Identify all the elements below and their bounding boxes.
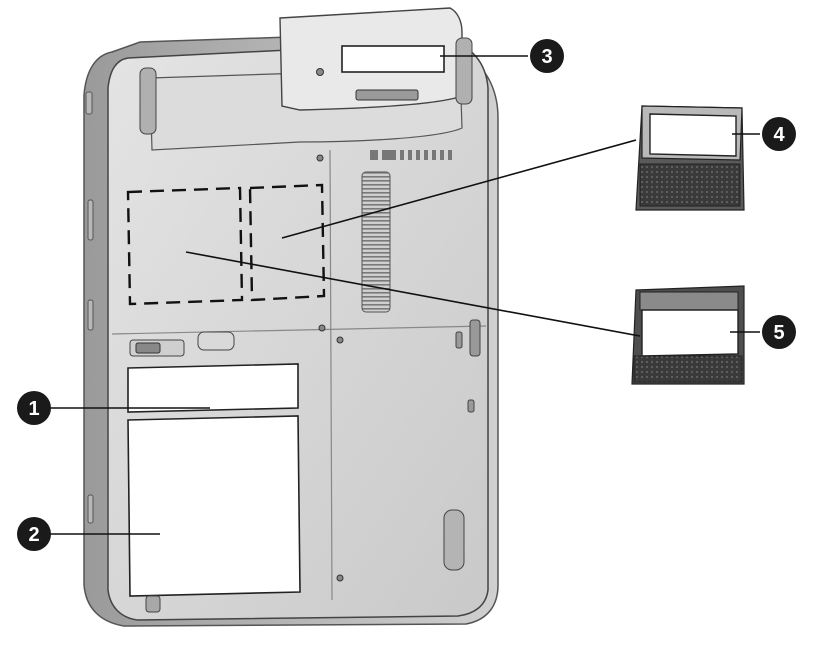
callout-5: 5 bbox=[762, 315, 796, 349]
leader-line-4b bbox=[281, 139, 637, 239]
callout-4: 4 bbox=[762, 117, 796, 151]
label-3-area bbox=[341, 45, 445, 73]
callout-4-number: 4 bbox=[773, 124, 785, 146]
lock-switch-knob bbox=[135, 342, 161, 354]
leader-lines bbox=[50, 55, 760, 535]
battery-screw bbox=[316, 68, 324, 76]
label-2-area bbox=[127, 415, 301, 597]
callout-5-number: 5 bbox=[773, 322, 784, 344]
panel-screw-2 bbox=[318, 324, 326, 332]
callout-2-number: 2 bbox=[28, 524, 39, 546]
battery-connector bbox=[355, 89, 419, 101]
tablet-device bbox=[83, 7, 499, 627]
panel-screw-3 bbox=[336, 336, 344, 344]
callout-3-number: 3 bbox=[541, 46, 552, 68]
label-5-area bbox=[641, 309, 739, 357]
cooling-vent bbox=[361, 171, 391, 313]
leader-line-5b bbox=[185, 251, 641, 337]
label-1-area bbox=[127, 363, 299, 413]
panel-divider-horizontal bbox=[111, 325, 487, 335]
label-4-area bbox=[649, 113, 737, 157]
top-left-foot bbox=[139, 67, 157, 135]
bottom-right-foot bbox=[443, 509, 465, 571]
callout-3: 3 bbox=[530, 39, 564, 73]
top-right-foot bbox=[455, 37, 473, 105]
release-latch bbox=[197, 331, 235, 351]
panel-screw-1 bbox=[316, 154, 324, 162]
panel-screw-4 bbox=[336, 574, 344, 582]
top-right-slots bbox=[370, 150, 452, 160]
bottom-left-foot bbox=[145, 595, 161, 613]
callout-1-number: 1 bbox=[28, 398, 39, 420]
callout-2: 2 bbox=[17, 517, 51, 551]
callout-1: 1 bbox=[17, 391, 51, 425]
compartment-outlines bbox=[126, 183, 326, 306]
module-5-card bbox=[631, 285, 745, 385]
right-edge-features bbox=[455, 319, 481, 413]
left-edge-ports bbox=[85, 91, 94, 524]
module-5-strip bbox=[639, 291, 739, 311]
module-4-chips bbox=[639, 163, 741, 207]
module-5-chips bbox=[633, 355, 743, 383]
module-4-card bbox=[635, 105, 745, 211]
